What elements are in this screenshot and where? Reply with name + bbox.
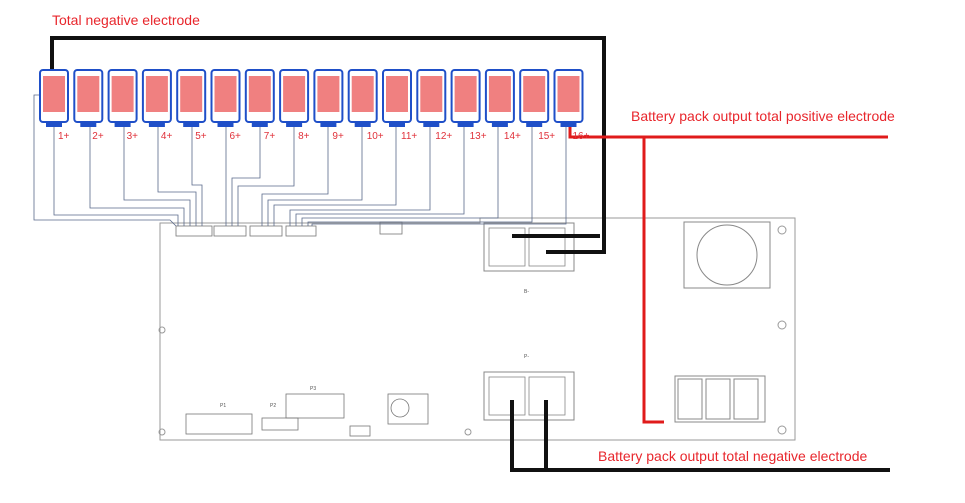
p1-label: P1	[220, 403, 226, 409]
battery-cell: 14+	[484, 69, 521, 142]
cell-fill	[523, 76, 546, 112]
cell-terminal	[183, 122, 200, 127]
total-negative-wire	[50, 36, 606, 254]
cell-terminal	[389, 122, 405, 127]
cell-terminal	[320, 122, 337, 127]
cell-terminal	[526, 122, 543, 127]
cell-terminal	[80, 122, 97, 127]
pack-positive-label: Battery pack output total positive elect…	[631, 108, 895, 124]
cell-terminal	[148, 122, 165, 127]
cell-fill	[214, 76, 237, 112]
cell-label: 2+	[92, 131, 104, 142]
cell-fill	[248, 76, 271, 112]
cell-label: 5+	[195, 131, 207, 142]
cell-label: 9+	[332, 131, 344, 142]
cell-label: 3+	[127, 131, 139, 142]
cell-label: 10+	[367, 131, 384, 142]
cell-fill	[454, 76, 477, 112]
round-component	[683, 221, 771, 289]
battery-cell: 13+	[450, 69, 487, 142]
cell-fill	[145, 76, 168, 112]
cell-terminal	[423, 122, 440, 127]
battery-cell: 1+	[39, 69, 70, 142]
cell-terminal	[354, 122, 371, 127]
battery-cell: 15+	[519, 69, 555, 142]
total-negative-label: Total negative electrode	[52, 12, 200, 28]
cell-fill	[43, 76, 65, 112]
battery-cell: 7+	[244, 69, 276, 142]
cell-label: 13+	[470, 131, 487, 142]
battery-cell: 11+	[382, 69, 417, 142]
b-minus-label: B-	[524, 289, 529, 295]
cell-label: 8+	[298, 131, 310, 142]
cell-terminal	[491, 122, 508, 127]
cell-label: 16+	[573, 131, 590, 142]
balance-wires	[33, 94, 567, 227]
p3-label: P3	[310, 386, 316, 392]
battery-cell: 12+	[416, 69, 452, 142]
cell-fill	[180, 76, 203, 112]
cell-label: 15+	[538, 131, 555, 142]
cell-terminal	[46, 122, 62, 127]
cell-fill	[386, 76, 408, 112]
cell-terminal	[114, 122, 131, 127]
cell-fill	[488, 76, 511, 112]
pack-positive-drop-wire	[642, 137, 664, 424]
cell-fill	[420, 76, 443, 112]
battery-cells: 1+ 2+ 3+ 4+ 5+ 6+ 7+ 8+ 9+ 10+ 11+ 12+ 13+ 14+ 15+ 16+	[39, 69, 590, 142]
b-minus-terminal: B-	[483, 222, 575, 295]
cell-label: 6+	[230, 131, 242, 142]
cell-fill	[283, 76, 306, 112]
pack-negative-wire-1	[510, 400, 890, 472]
bms-board-outline	[159, 217, 796, 441]
cell-terminal	[217, 122, 234, 127]
battery-cell: 6+	[210, 69, 242, 142]
pack-positive-wire	[568, 124, 888, 139]
cell-label: 12+	[435, 131, 452, 142]
battery-cell: 3+	[107, 69, 139, 142]
battery-cell: 8+	[279, 69, 310, 142]
relay-blocks	[674, 375, 766, 423]
pack-negative-label: Battery pack output total negative elect…	[598, 448, 867, 464]
mounting-holes	[158, 225, 787, 436]
cell-fill	[557, 76, 580, 112]
p-minus-label: P-	[524, 354, 529, 360]
battery-cell: 2+	[73, 69, 104, 142]
battery-cell: 4+	[141, 69, 173, 142]
cell-terminal	[560, 122, 577, 127]
cell-label: 14+	[504, 131, 521, 142]
cell-fill	[317, 76, 340, 112]
p-minus-terminal: P-	[483, 354, 575, 421]
battery-cell: 9+	[313, 69, 344, 142]
cell-fill	[111, 76, 134, 112]
cell-label: 4+	[161, 131, 173, 142]
cell-fill	[77, 76, 100, 112]
cell-label: 11+	[401, 131, 417, 142]
cell-terminal	[251, 122, 268, 127]
cell-fill	[351, 76, 374, 112]
battery-cell: 16+	[553, 69, 590, 142]
bottom-connectors	[185, 393, 429, 437]
battery-cell: 10+	[347, 69, 384, 142]
cell-label: 1+	[58, 131, 70, 142]
cell-terminal	[286, 122, 303, 127]
battery-cell: 5+	[176, 69, 207, 142]
cell-label: 7+	[264, 131, 276, 142]
cell-terminal	[457, 122, 474, 127]
p2-label: P2	[270, 403, 276, 409]
